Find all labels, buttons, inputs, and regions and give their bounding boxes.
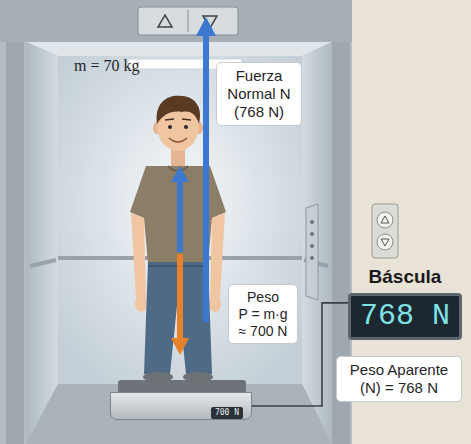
down-triangle <box>381 239 389 246</box>
weight-label: PesoP = m·g ≈ 700 N <box>228 284 298 344</box>
up-triangle <box>381 216 389 223</box>
apparent-weight-label: Peso Aparente (N) = 768 N <box>336 356 462 402</box>
call-button <box>377 212 393 228</box>
call-button <box>377 234 393 250</box>
weight-arrow <box>177 254 183 340</box>
formula-text: P = m·g ≈ 700 N <box>236 306 290 340</box>
label-heading: Peso <box>236 289 290 306</box>
bathroom-scale: 700 N <box>110 392 252 420</box>
panel-button <box>310 256 314 260</box>
call-panel <box>372 204 398 258</box>
label-text: Peso Aparente (N) = 768 N <box>344 361 454 397</box>
label-text: Fuerza Normal N (768 N) <box>224 67 294 121</box>
elevator-header <box>0 0 352 42</box>
panel-button <box>310 220 314 224</box>
hand <box>209 296 221 312</box>
readout-value: 768 N <box>348 293 462 340</box>
up-triangle <box>158 15 172 27</box>
shoe <box>183 372 213 382</box>
arrowhead <box>171 338 189 355</box>
arrowhead <box>196 17 216 36</box>
eye <box>168 125 172 129</box>
control-panel <box>306 204 318 300</box>
eye <box>184 125 188 129</box>
indicator-divider <box>188 10 189 32</box>
mass-label: m = 70 kg <box>74 56 139 75</box>
normal-force-arrow <box>177 180 183 252</box>
elevator-frame <box>0 0 352 444</box>
scale-display-value: 700 N <box>211 407 243 419</box>
eyebrows <box>165 119 191 120</box>
panel-button <box>310 232 314 236</box>
frame-pillar <box>6 42 24 444</box>
left-wall <box>26 42 58 444</box>
right-wall <box>302 42 332 444</box>
scale-readout: Báscula 768 N <box>348 266 462 340</box>
panel-button <box>310 244 314 248</box>
floor-indicator <box>138 7 238 35</box>
handrail <box>30 260 56 266</box>
normal-force-arrow <box>203 34 209 322</box>
ceiling <box>26 42 332 56</box>
hand <box>135 296 147 312</box>
readout-heading: Báscula <box>348 266 462 289</box>
floor <box>26 384 332 444</box>
force-label: Fuerza Normal N (768 N) <box>216 62 302 126</box>
back-wall <box>58 56 302 384</box>
arm <box>131 213 146 298</box>
arm <box>210 213 225 298</box>
hair <box>157 96 200 124</box>
smile <box>169 138 187 142</box>
arrowhead <box>171 166 189 182</box>
shoe <box>143 372 173 382</box>
